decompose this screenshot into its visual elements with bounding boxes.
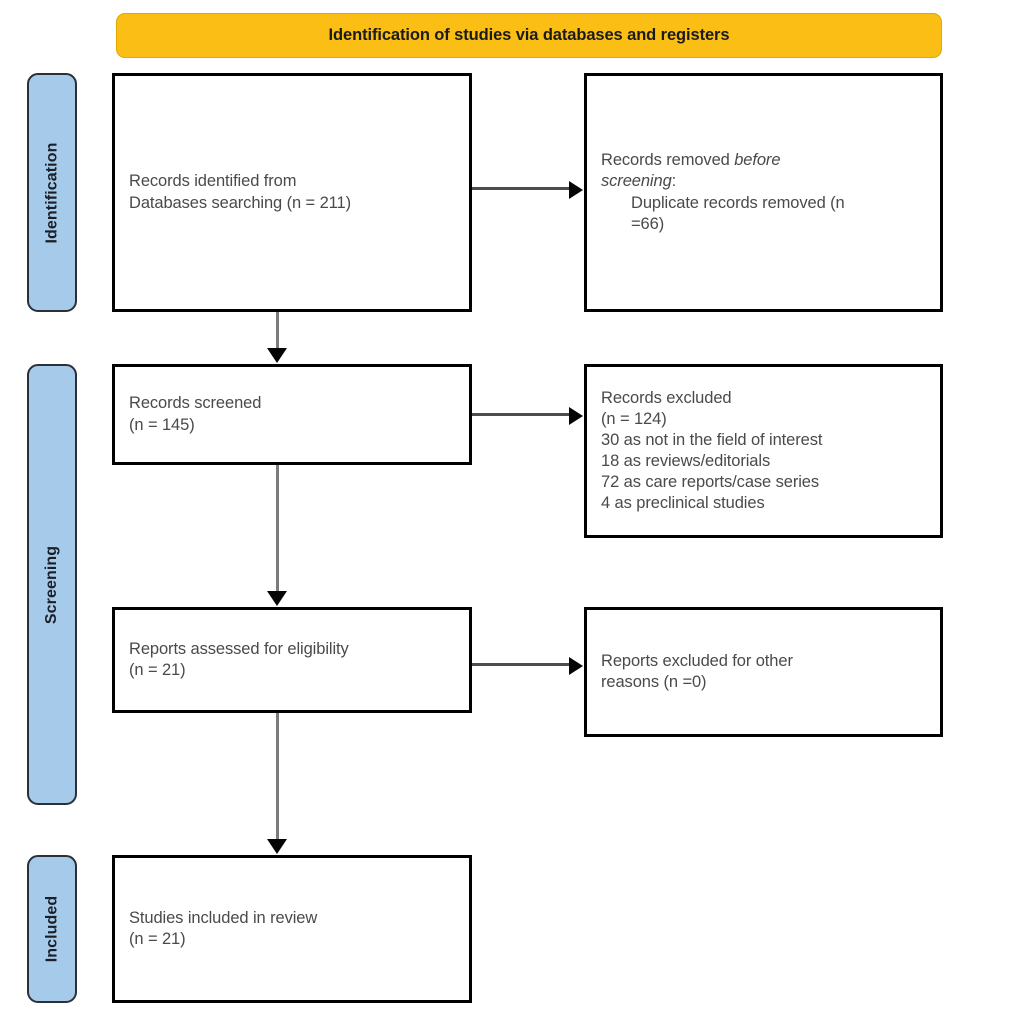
records-removed-line4: =66) <box>631 214 665 233</box>
stage-tab-included: Included <box>27 855 77 1003</box>
node-records-removed: Records removed before screening: Duplic… <box>584 73 943 312</box>
node-studies-included: Studies included in review (n = 21) <box>112 855 472 1003</box>
records-removed-colon: : <box>671 172 677 191</box>
records-removed-line3: Duplicate records removed (n <box>631 193 845 212</box>
stage-label-included: Included <box>43 895 60 963</box>
connector-screened-to-assessed-line <box>276 465 279 592</box>
connector-identified-to-removed-arrowhead-icon <box>569 181 583 199</box>
records-screened-line2: (n = 145) <box>129 415 195 434</box>
connector-identified-to-screened-arrowhead-icon <box>267 348 287 363</box>
diagram-header-banner: Identification of studies via databases … <box>116 13 942 58</box>
node-records-excluded: Records excluded (n = 124) 30 as not in … <box>584 364 943 538</box>
node-records-identified: Records identified from Databases search… <box>112 73 472 312</box>
connector-screened-to-excluded-arrowhead-icon <box>569 407 583 425</box>
connector-identified-to-removed-line <box>472 187 570 190</box>
connector-screened-to-assessed-arrowhead-icon <box>267 591 287 606</box>
records-excluded-line4: 18 as reviews/editorials <box>601 452 771 470</box>
records-excluded-line6: 4 as preclinical studies <box>601 494 765 513</box>
banner-title: Identification of studies via databases … <box>328 26 730 44</box>
records-removed-emphasis-screening: screening <box>601 172 672 191</box>
stage-tab-screening: Screening <box>27 364 77 805</box>
records-excluded-line3: 30 as not in the field of interest <box>601 430 823 449</box>
node-reports-assessed: Reports assessed for eligibility (n = 21… <box>112 607 472 713</box>
records-excluded-line1: Records excluded <box>601 388 732 407</box>
connector-assessed-to-included-arrowhead-icon <box>267 839 287 854</box>
connector-assessed-to-included-line <box>276 713 279 840</box>
reports-assessed-line1: Reports assessed for eligibility <box>129 639 349 658</box>
records-removed-emphasis-before: before <box>734 151 781 170</box>
connector-assessed-to-reports-excluded-line <box>472 663 570 666</box>
records-removed-line2: screening: <box>601 171 926 192</box>
studies-included-line1: Studies included in review <box>129 908 318 927</box>
connector-identified-to-screened-line <box>276 312 279 350</box>
reports-excluded-line1: Reports excluded for other <box>601 651 793 670</box>
reports-excluded-line2: reasons (n =0) <box>601 673 707 691</box>
records-excluded-line5: 72 as care reports/case series <box>601 473 820 492</box>
records-excluded-line2: (n = 124) <box>601 409 667 428</box>
records-removed-prefix: Records removed <box>601 151 735 170</box>
node-reports-excluded: Reports excluded for other reasons (n =0… <box>584 607 943 737</box>
stage-label-screening: Screening <box>43 545 61 624</box>
records-screened-line1: Records screened <box>129 394 262 413</box>
records-identified-line1: Records identified from <box>129 172 297 191</box>
records-removed-line1: Records removed before <box>601 150 926 171</box>
stage-label-identification: Identification <box>43 142 60 243</box>
records-identified-line2: Databases searching (n = 211) <box>129 193 351 212</box>
reports-assessed-line2: (n = 21) <box>129 661 186 679</box>
node-records-screened: Records screened (n = 145) <box>112 364 472 465</box>
connector-screened-to-excluded-line <box>472 413 570 416</box>
stage-tab-identification: Identification <box>27 73 77 312</box>
studies-included-line2: (n = 21) <box>129 930 186 948</box>
connector-assessed-to-reports-excluded-arrowhead-icon <box>569 657 583 675</box>
